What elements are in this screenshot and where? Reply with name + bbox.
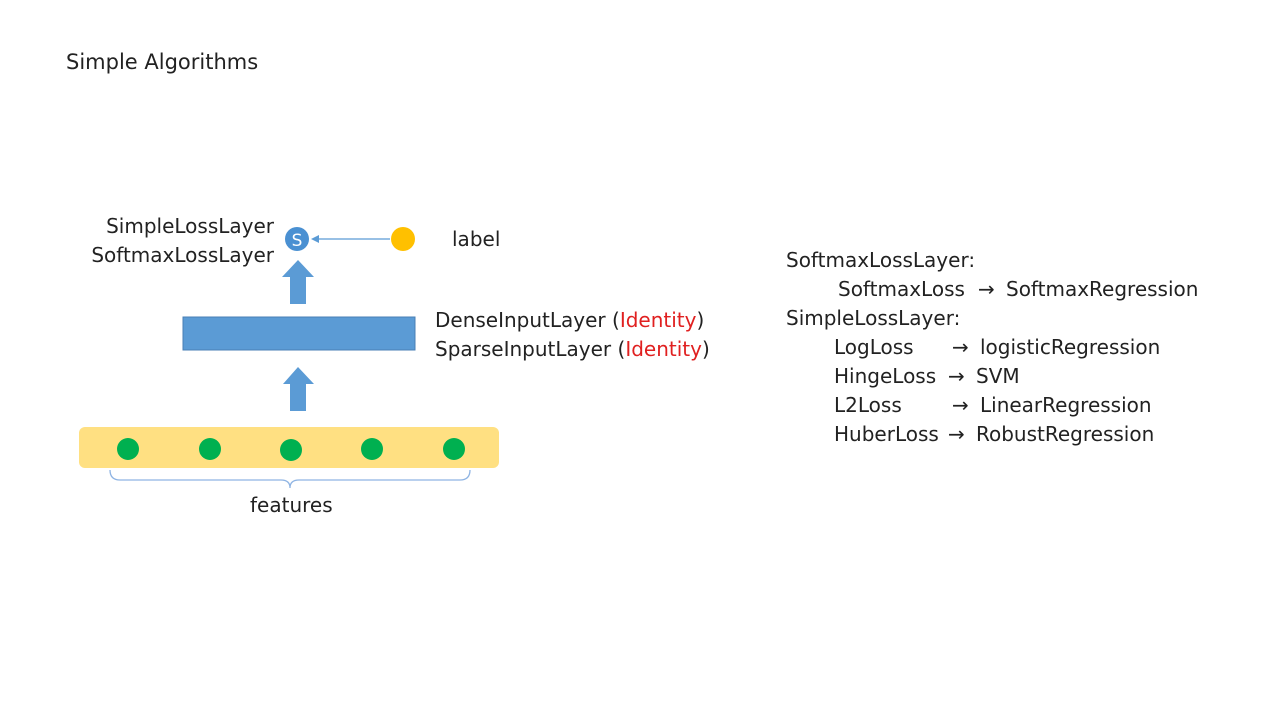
mapping-row: HingeLoss → SVM (786, 362, 1198, 391)
loss-layer-labels: SimpleLossLayer SoftmaxLossLayer (91, 212, 274, 270)
up-arrow-lower (283, 367, 314, 411)
loss-layer-label: SimpleLossLayer (106, 214, 274, 238)
algorithm-name: SoftmaxRegression (1006, 277, 1199, 301)
label-arrow-head (311, 235, 319, 243)
mapping-row: LogLoss → logisticRegression (786, 333, 1198, 362)
loss-layer-label: SoftmaxLossLayer (91, 243, 274, 267)
algorithm-name: LinearRegression (980, 393, 1152, 417)
input-layer-name: SparseInputLayer (435, 337, 612, 361)
loss-name: HuberLoss (834, 422, 939, 446)
input-layer-labels: DenseInputLayer (Identity) SparseInputLa… (435, 306, 710, 364)
mapping-row: SoftmaxLoss → SoftmaxRegression (786, 275, 1198, 304)
page-title: Simple Algorithms (66, 50, 259, 74)
algorithm-name: RobustRegression (976, 422, 1155, 446)
features-label: features (250, 493, 333, 517)
mapping-row: L2Loss → LinearRegression (786, 391, 1198, 420)
label-node (391, 227, 415, 251)
feature-node (361, 438, 383, 460)
arrow-icon: → (952, 393, 969, 417)
softmax-header: SoftmaxLossLayer: (786, 248, 976, 272)
features-brace (109, 469, 471, 489)
loss-node-letter: S (292, 231, 303, 251)
input-layer-activation: Identity (619, 308, 697, 332)
arrow-icon: → (952, 335, 969, 359)
algorithm-name: logisticRegression (980, 335, 1161, 359)
input-layer-label: SparseInputLayer (Identity) (435, 337, 710, 361)
loss-algorithm-mapping: SoftmaxLossLayer: SoftmaxLoss → SoftmaxReg… (786, 246, 1198, 449)
label-text: label (452, 227, 501, 251)
input-layer-box (182, 316, 416, 351)
arrow-icon: → (948, 422, 965, 446)
feature-node (199, 438, 221, 460)
feature-node (117, 438, 139, 460)
feature-node (443, 438, 465, 460)
arrow-icon: → (948, 364, 965, 388)
algorithm-name: SVM (976, 364, 1020, 388)
input-layer-name: DenseInputLayer (435, 308, 606, 332)
feature-node (280, 439, 302, 461)
up-arrow-upper (282, 260, 314, 304)
input-layer-activation: Identity (625, 337, 702, 361)
simple-header: SimpleLossLayer: (786, 306, 961, 330)
arrow-icon: → (978, 277, 995, 301)
loss-name: SoftmaxLoss (838, 277, 965, 301)
loss-name: LogLoss (834, 335, 914, 359)
mapping-row: HuberLoss → RobustRegression (786, 420, 1198, 449)
loss-name: L2Loss (834, 393, 902, 417)
loss-name: HingeLoss (834, 364, 937, 388)
input-layer-label: DenseInputLayer (Identity) (435, 308, 705, 332)
loss-node (285, 227, 309, 251)
